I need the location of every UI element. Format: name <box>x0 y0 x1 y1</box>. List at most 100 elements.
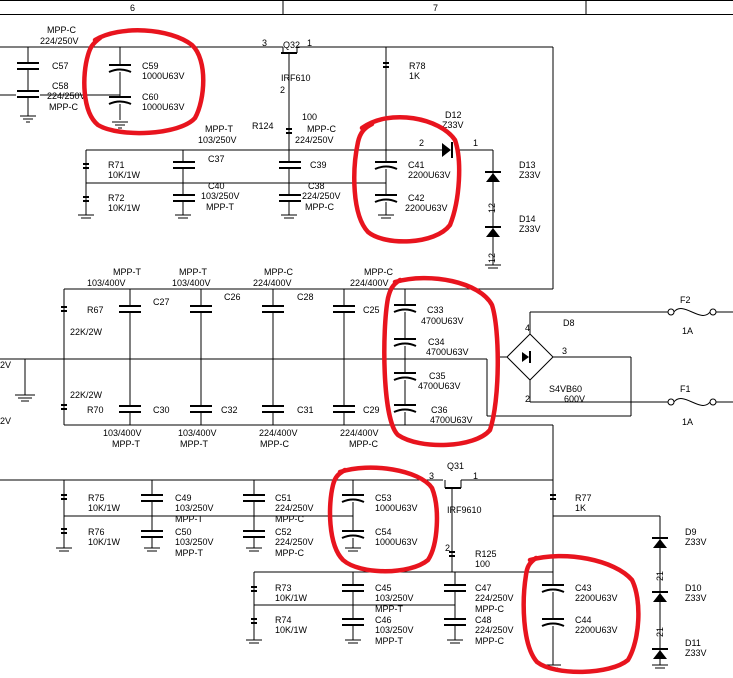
label: S4VB60 <box>549 384 582 394</box>
label: C28 <box>297 292 314 302</box>
label: 3 <box>262 38 267 48</box>
label: 2V <box>0 416 11 426</box>
label: 2200U63V <box>405 203 448 213</box>
label: 103/250V <box>375 593 414 603</box>
label: MPP-T <box>375 636 404 646</box>
label: 103/400V <box>87 278 126 288</box>
label: C40 <box>208 181 225 191</box>
label: 10K/1W <box>108 203 141 213</box>
label: 10K/1W <box>275 625 308 635</box>
label: C58 <box>52 81 69 91</box>
label: 10K/1W <box>88 537 121 547</box>
label: 2200U63V <box>575 625 618 635</box>
label: C30 <box>153 405 170 415</box>
label: D11 <box>685 638 701 648</box>
resistors <box>61 62 556 624</box>
zener-diodes <box>442 142 668 659</box>
label: 2200U63V <box>408 170 451 180</box>
label: D10 <box>685 583 702 593</box>
label: 224/250V <box>275 503 314 513</box>
label: 224/250V <box>275 537 314 547</box>
label: Z33V <box>685 648 707 658</box>
label: MPP-T <box>179 267 208 277</box>
label: 1000U63V <box>375 537 418 547</box>
label: C32 <box>221 405 238 415</box>
label: MPP-C <box>475 636 505 646</box>
label: R70 <box>87 405 104 415</box>
label: R75 <box>88 493 105 503</box>
label: D14 <box>519 214 536 224</box>
label: 22K/2W <box>70 327 103 337</box>
label: MPP-C <box>47 25 77 35</box>
label: C31 <box>297 405 314 415</box>
label: C49 <box>175 493 192 503</box>
label: 224/400V <box>253 278 292 288</box>
capacitors <box>16 62 565 627</box>
label: Q31 <box>447 461 464 471</box>
red-annotation-circles <box>82 28 641 675</box>
label: F1 <box>680 384 691 394</box>
label: R124 <box>252 121 274 131</box>
column-number-left: 6 <box>130 3 135 13</box>
label: C27 <box>153 297 170 307</box>
label: Q32 <box>283 40 300 50</box>
label: 103/400V <box>178 428 217 438</box>
label: D13 <box>519 160 536 170</box>
label: 1K <box>409 71 420 81</box>
label: 103/250V <box>198 135 237 145</box>
label: 2 <box>419 138 424 148</box>
label: MPP-T <box>175 548 204 558</box>
label: 1A <box>682 417 693 427</box>
label: C60 <box>142 92 159 102</box>
label: MPP-T <box>205 124 234 134</box>
label: 103/250V <box>375 625 414 635</box>
label: 12 <box>487 253 497 263</box>
label: Z33V <box>519 224 541 234</box>
label: 3 <box>429 471 434 481</box>
label: 224/400V <box>259 428 298 438</box>
label: 2200U63V <box>575 593 618 603</box>
label: 10K/1W <box>88 503 121 513</box>
label: Z33V <box>685 593 707 603</box>
label: 103/250V <box>175 503 214 513</box>
label: C29 <box>363 405 380 415</box>
label: C54 <box>375 527 392 537</box>
label: C59 <box>142 61 159 71</box>
label: C52 <box>275 527 292 537</box>
label: 600V <box>564 394 585 404</box>
label: 2 <box>445 543 450 553</box>
label: 10K/1W <box>275 593 308 603</box>
bridge-rectifier-d8 <box>496 333 564 381</box>
label: C57 <box>52 61 69 71</box>
label: C51 <box>275 493 292 503</box>
label: R76 <box>88 527 105 537</box>
label: C33 <box>427 305 444 315</box>
label: 21 <box>655 571 665 581</box>
label: 224/250V <box>40 36 79 46</box>
label: 2 <box>525 394 530 404</box>
label: C36 <box>431 405 448 415</box>
label: R72 <box>108 193 125 203</box>
label: C26 <box>224 292 241 302</box>
label: MPP-C <box>364 267 394 277</box>
label: C48 <box>475 615 492 625</box>
label: 22K/2W <box>70 390 103 400</box>
column-number-right: 7 <box>433 3 438 13</box>
label: 1 <box>307 38 312 48</box>
label: C35 <box>429 371 446 381</box>
label: MPP-C <box>260 439 290 449</box>
label: 103/250V <box>201 191 240 201</box>
label: 103/400V <box>172 278 211 288</box>
label: 1 <box>473 138 478 148</box>
label: 100 <box>475 559 490 569</box>
label: MPP-C <box>49 102 79 112</box>
label: Z33V <box>442 120 464 130</box>
label: F2 <box>680 295 691 305</box>
label: D8 <box>563 318 575 328</box>
label: 224/250V <box>302 191 341 201</box>
label: IRF610 <box>281 73 311 83</box>
label: 224/250V <box>475 625 514 635</box>
label: C34 <box>428 337 445 347</box>
label: 10K/1W <box>108 170 141 180</box>
label: D9 <box>685 527 697 537</box>
